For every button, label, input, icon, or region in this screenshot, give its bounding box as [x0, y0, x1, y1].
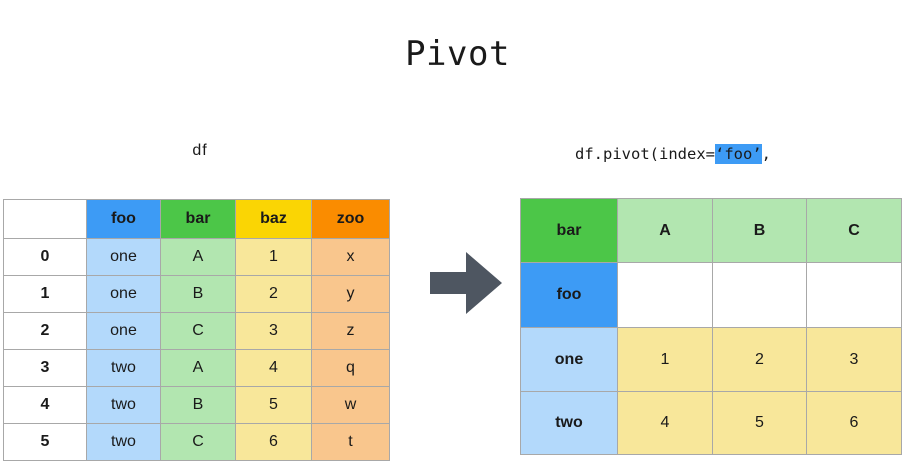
code-line-1-prefix: df.pivot(index=: [575, 145, 715, 163]
code-arg-index: ‘foo’: [714, 144, 762, 164]
pivot-column-header-c: C: [806, 198, 902, 263]
df-index-cell: 4: [3, 386, 87, 424]
pivot-row-header-one: one: [520, 327, 618, 392]
pivot-value-cell: 1: [617, 327, 713, 392]
df-cell-zoo: t: [311, 423, 390, 461]
df-column-header-zoo: zoo: [311, 199, 390, 239]
df-cell-bar: A: [160, 349, 236, 387]
table-row: two 4 5 6: [520, 391, 902, 455]
df-cell-foo: two: [86, 349, 161, 387]
table-row: 3 two A 4 q: [3, 349, 390, 387]
df-header-row: foo bar baz zoo: [3, 199, 390, 239]
table-row: 0 one A 1 x: [3, 238, 390, 276]
table-row: 1 one B 2 y: [3, 275, 390, 313]
df-cell-bar: A: [160, 238, 236, 276]
pivot-blank-cell: [806, 262, 902, 328]
pivot-value-cell: 2: [712, 327, 807, 392]
df-cell-foo: two: [86, 423, 161, 461]
df-column-header-bar: bar: [160, 199, 236, 239]
df-column-header-baz: baz: [235, 199, 312, 239]
page-title: Pivot: [405, 34, 510, 74]
df-cell-bar: C: [160, 423, 236, 461]
df-cell-bar: C: [160, 312, 236, 350]
df-cell-foo: one: [86, 312, 161, 350]
pivot-column-header-b: B: [712, 198, 807, 263]
df-corner-cell: [3, 199, 87, 239]
table-row: 2 one C 3 z: [3, 312, 390, 350]
df-cell-zoo: y: [311, 275, 390, 313]
df-cell-zoo: w: [311, 386, 390, 424]
df-cell-zoo: z: [311, 312, 390, 350]
pivot-value-cell: 4: [617, 391, 713, 455]
df-cell-baz: 1: [235, 238, 312, 276]
code-line-1-suffix: ,: [761, 145, 771, 163]
df-index-cell: 3: [3, 349, 87, 387]
df-cell-baz: 3: [235, 312, 312, 350]
df-cell-baz: 5: [235, 386, 312, 424]
df-cell-zoo: x: [311, 238, 390, 276]
df-column-header-foo: foo: [86, 199, 161, 239]
df-cell-zoo: q: [311, 349, 390, 387]
df-caption-label: df: [192, 142, 208, 159]
df-cell-foo: two: [86, 386, 161, 424]
df-index-cell: 5: [3, 423, 87, 461]
pivot-result-table: bar A B C foo one 1 2 3 two 4 5 6: [520, 198, 902, 455]
df-cell-foo: one: [86, 238, 161, 276]
right-arrow-icon: [430, 252, 502, 314]
pivot-blank-cell: [712, 262, 807, 328]
pivot-value-cell: 6: [806, 391, 902, 455]
df-cell-baz: 4: [235, 349, 312, 387]
table-row: 4 two B 5 w: [3, 386, 390, 424]
df-cell-foo: one: [86, 275, 161, 313]
pivot-row-header-two: two: [520, 391, 618, 455]
df-cell-bar: B: [160, 275, 236, 313]
df-cell-bar: B: [160, 386, 236, 424]
pivot-index-name-cell: foo: [520, 262, 618, 328]
pivot-value-cell: 5: [712, 391, 807, 455]
df-cell-baz: 6: [235, 423, 312, 461]
df-cell-baz: 2: [235, 275, 312, 313]
df-index-cell: 0: [3, 238, 87, 276]
pivot-columns-name-cell: bar: [520, 198, 618, 263]
df-index-cell: 1: [3, 275, 87, 313]
pivot-index-name-row: foo: [520, 262, 902, 328]
df-index-cell: 2: [3, 312, 87, 350]
df-table: foo bar baz zoo 0 one A 1 x 1 one B 2 y …: [3, 199, 390, 461]
pivot-column-header-a: A: [617, 198, 713, 263]
table-row: one 1 2 3: [520, 327, 902, 392]
pivot-blank-cell: [617, 262, 713, 328]
pivot-value-cell: 3: [806, 327, 902, 392]
code-line-1: df.pivot(index=‘foo’,: [575, 144, 780, 164]
table-row: 5 two C 6 t: [3, 423, 390, 461]
pivot-columns-header-row: bar A B C: [520, 198, 902, 263]
